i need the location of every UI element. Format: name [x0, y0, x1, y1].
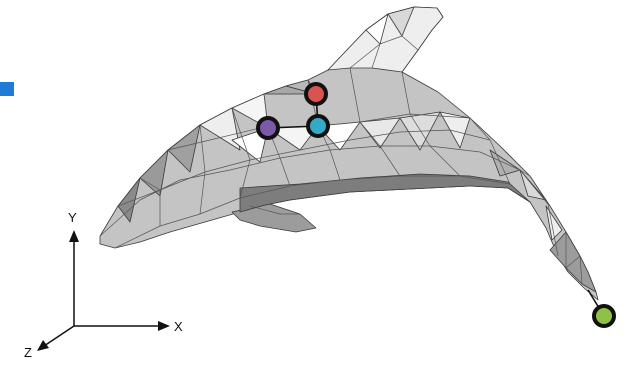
teal-vertex-marker: [308, 116, 328, 136]
x-axis-label: X: [174, 319, 183, 334]
red-vertex-marker: [306, 84, 326, 104]
x-axis-arrowhead: [158, 321, 170, 331]
z-axis-arrowhead: [37, 340, 49, 351]
dolphin-mesh: [100, 7, 598, 300]
green-vertex-marker: [594, 306, 614, 326]
z-axis-label: Z: [24, 345, 32, 360]
y-axis-label: Y: [68, 210, 77, 225]
purple-vertex-marker: [258, 118, 278, 138]
axes-gizmo: [44, 238, 162, 346]
y-axis-arrowhead: [69, 230, 79, 242]
blue-square-marker: [0, 82, 14, 96]
axis-arrowheads: [37, 230, 170, 351]
z-axis-line: [44, 326, 74, 346]
